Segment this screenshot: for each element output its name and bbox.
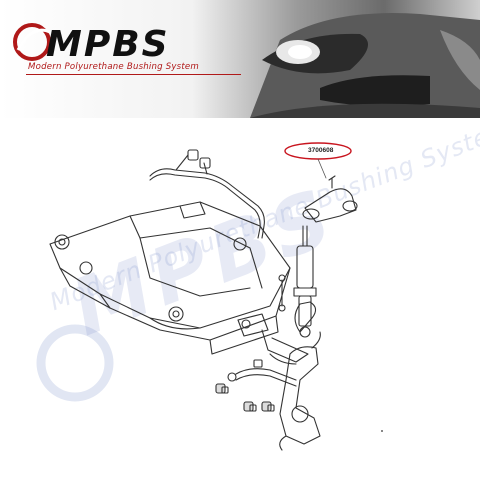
bushing-pair-c — [261, 401, 275, 412]
car-headlight-photo — [250, 13, 480, 118]
strut-assembly — [293, 225, 317, 338]
header-banner: MPBS Modern Polyurethane Bushing System — [0, 0, 480, 118]
watermark-swoosh-icon — [36, 324, 114, 402]
suspension-exploded-diagram — [49, 142, 383, 451]
lower-links — [227, 301, 317, 387]
tagline-divider — [26, 74, 241, 75]
link-bushing — [253, 359, 263, 368]
bushings — [215, 359, 275, 412]
mpbs-logo: MPBS — [13, 23, 170, 65]
bushing-pair-b — [243, 401, 257, 412]
brand-tagline: Modern Polyurethane Bushing System — [28, 62, 199, 72]
bushing-pair-a — [215, 383, 229, 394]
steering-knuckle — [279, 331, 321, 451]
sway-bar — [149, 149, 265, 239]
callout-leader — [317, 158, 327, 179]
m-swoosh-icon — [13, 23, 51, 61]
stabilizer-link — [278, 274, 286, 312]
brand-wordmark: MPBS — [46, 24, 170, 65]
front-subframe — [49, 201, 291, 355]
part-number-label: 3700608 — [308, 147, 334, 154]
upper-control-arm — [302, 175, 358, 223]
